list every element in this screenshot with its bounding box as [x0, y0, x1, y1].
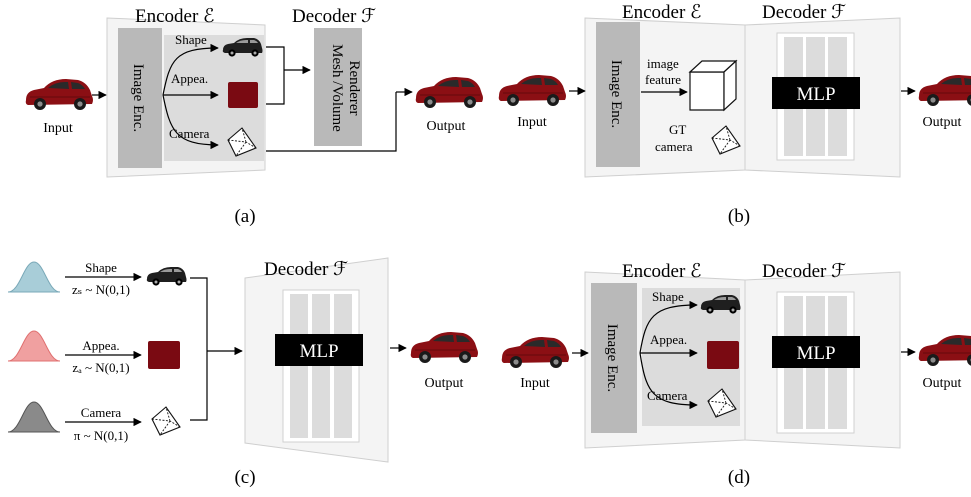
output-label-a: Output [427, 119, 466, 134]
caption-c: (c) [234, 467, 255, 488]
mlp-block-c [275, 334, 363, 366]
join-line-c [190, 277, 208, 421]
shape-dist-c: zₛ ~ N(0,1) [72, 282, 130, 297]
gt-label-2-b: camera [655, 139, 693, 154]
camera-label-c: Camera [81, 405, 122, 420]
decoder-title-a: Decoder ℱ [292, 6, 376, 27]
panel-b: Encoder ℰ Decoder ℱ Input Image Enc. ima… [498, 2, 971, 227]
gaussian-shape-icon [7, 261, 61, 293]
panel-c: Shape zₛ ~ N(0,1) Appea. zₐ ~ N(0,1) Cam… [7, 257, 479, 488]
input-car-icon-b [498, 74, 567, 107]
input-label-d: Input [520, 376, 550, 391]
image-enc-label-b: Image Enc. [608, 60, 624, 128]
gt-label-1-b: GT [669, 122, 686, 137]
camera-label-d: Camera [647, 388, 688, 403]
image-feature-label-2-b: feature [645, 72, 681, 87]
caption-a: (a) [234, 206, 255, 227]
mlp-label-d: MLP [796, 343, 835, 364]
appearance-swatch-icon-c [148, 341, 180, 369]
shape-label-a: Shape [175, 32, 207, 47]
mlp-block-b [772, 77, 860, 109]
image-feature-label-1-b: image [647, 56, 679, 71]
image-enc-label-a: Image Enc. [130, 64, 146, 132]
encoder-title-a: Encoder ℰ [135, 6, 215, 27]
camera-label-a: Camera [169, 126, 210, 141]
image-encoder-block-b [596, 22, 640, 167]
panel-d: Encoder ℰ Decoder ℱ Input Image Enc. Sha… [501, 261, 971, 488]
gaussian-appea-icon [7, 330, 61, 362]
output-car-icon-a [415, 76, 484, 109]
camera-to-renderer-line-a [266, 92, 397, 152]
input-car-icon-d [501, 336, 570, 369]
mlp-label-b: MLP [796, 84, 835, 105]
output-label-b: Output [923, 115, 962, 130]
arrow-camera-a [162, 94, 219, 150]
renderer-label-1-a: Mesh /Volume [329, 44, 345, 132]
decoder-title-b: Decoder ℱ [762, 2, 846, 23]
encoder-title-d: Encoder ℰ [622, 261, 702, 282]
arrow-shape-d [639, 300, 698, 354]
mlp-block-d [772, 336, 860, 368]
output-car-icon-d [918, 334, 971, 367]
appearance-swatch-icon-d [707, 341, 739, 369]
arrow-camera-d [639, 352, 698, 410]
image-enc-label-d: Image Enc. [604, 324, 620, 392]
image-encoder-block-d [591, 283, 637, 433]
caption-b: (b) [728, 206, 750, 227]
input-label-a: Input [43, 121, 73, 136]
shape-label-d: Shape [652, 289, 684, 304]
feature-cube-icon-b [688, 59, 738, 112]
appea-label-a: Appea. [171, 71, 208, 86]
output-car-icon-b [918, 74, 971, 107]
appea-dist-c: zₐ ~ N(0,1) [72, 360, 129, 375]
panel-a: Encoder ℰ Decoder ℱ Image Enc. Input Sha… [25, 6, 484, 227]
encoder-title-b: Encoder ℰ [622, 2, 702, 23]
caption-d: (d) [728, 467, 750, 488]
output-label-d: Output [923, 376, 962, 391]
arrow-shape-a [162, 43, 219, 96]
renderer-label-2-a: Renderer [346, 61, 362, 116]
renderer-block-a [314, 28, 362, 146]
appea-label-c: Appea. [82, 338, 119, 353]
shape-label-c: Shape [85, 260, 117, 275]
input-label-b: Input [517, 115, 547, 130]
join-line-a [266, 46, 285, 105]
image-encoder-block-a [118, 28, 162, 168]
shape-car-icon-c [146, 267, 187, 286]
mlp-label-c: MLP [299, 341, 338, 362]
output-car-icon-c [410, 331, 479, 364]
camera-dist-c: π ~ N(0,1) [74, 428, 128, 443]
gaussian-camera-icon [7, 401, 61, 433]
input-car-icon-a [25, 78, 94, 111]
appea-label-d: Appea. [650, 332, 687, 347]
appearance-swatch-icon-a [228, 82, 258, 108]
camera-pyramid-icon-c [151, 406, 181, 436]
decoder-title-d: Decoder ℱ [762, 261, 846, 282]
output-label-c: Output [425, 376, 464, 391]
decoder-title-c: Decoder ℱ [264, 259, 348, 280]
